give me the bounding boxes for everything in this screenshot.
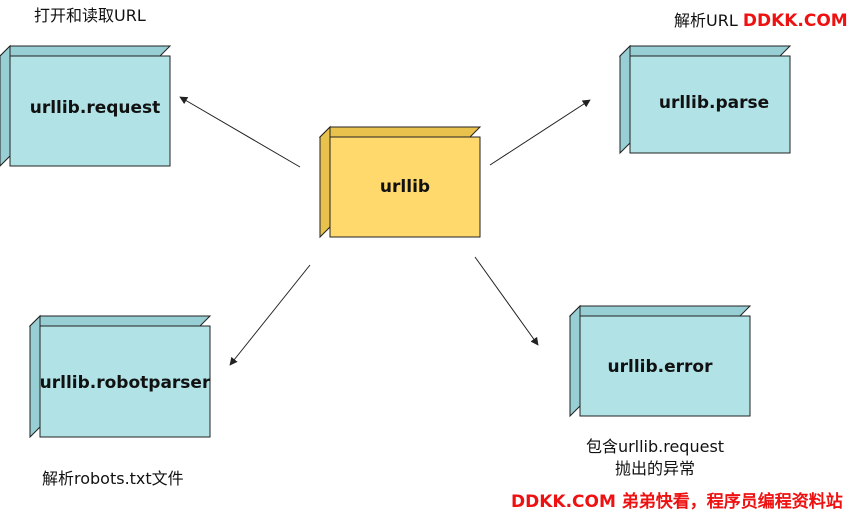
note-parse-text: 解析URL bbox=[674, 11, 738, 30]
node-urllib-request: urllib.request bbox=[0, 44, 172, 167]
node-urllib-error: urllib.error bbox=[568, 304, 752, 418]
node-label-parse: urllib.parse bbox=[659, 93, 769, 113]
node-label-robotparser: urllib.robotparser bbox=[40, 373, 211, 393]
note-error-line2: 抛出的异常 bbox=[614, 459, 695, 478]
brand-top: DDKK.COM bbox=[742, 11, 848, 31]
node-urllib-center: urllib bbox=[318, 125, 482, 239]
node-label-center: urllib bbox=[380, 177, 430, 197]
arrow-to-error bbox=[474, 256, 539, 346]
arrow-to-parse bbox=[489, 99, 591, 166]
node-urllib-robotparser: urllib.robotparser bbox=[28, 314, 212, 439]
brand-bottom: DDKK.COM 弟弟快看，程序员编程资料站 bbox=[511, 492, 843, 512]
note-error-line1: 包含urllib.request bbox=[585, 437, 725, 456]
note-error: 包含urllib.request 抛出的异常 bbox=[580, 436, 730, 480]
note-parse: 解析URL DDKK.COM bbox=[674, 7, 848, 31]
note-robotparser: 解析robots.txt文件 bbox=[42, 469, 184, 488]
arrow-to-request bbox=[179, 96, 301, 168]
node-label-request: urllib.request bbox=[30, 98, 161, 118]
note-request: 打开和读取URL bbox=[34, 6, 146, 25]
node-label-error: urllib.error bbox=[608, 357, 714, 377]
arrow-to-robotparser bbox=[229, 264, 311, 366]
node-urllib-parse: urllib.parse bbox=[618, 44, 792, 155]
